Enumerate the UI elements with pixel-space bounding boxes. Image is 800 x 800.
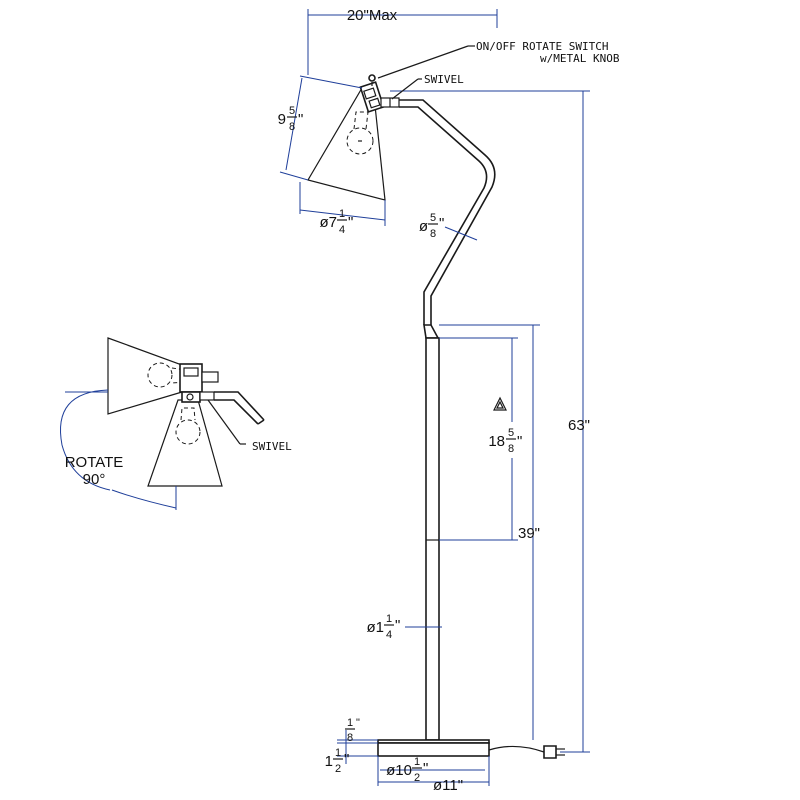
rotate-arc [60, 389, 111, 491]
rotate-label: ROTATE [65, 454, 124, 471]
lamp-arm [399, 99, 496, 325]
marker-triangle [493, 396, 507, 411]
base-height-num: 1 [335, 747, 341, 759]
switch-callout-line2: w/METAL KNOB [540, 52, 620, 65]
arm-diameter-unit: " [439, 215, 444, 232]
plug [543, 745, 565, 759]
overall-height-label: 63" [568, 417, 590, 434]
switch-callout-line1: ON/OFF ROTATE SWITCH [476, 40, 608, 53]
arm-diameter-num: 5 [430, 212, 436, 224]
shade-diameter-num: 1 [339, 208, 345, 220]
shade-height-num: 5 [289, 105, 295, 117]
shade-diameter-den: 4 [339, 224, 345, 236]
pole-diameter-den: 4 [386, 629, 392, 641]
base-top-num: 1 [347, 717, 353, 729]
upper-section-num: 5 [508, 427, 514, 439]
upper-section-whole: 18 [488, 433, 505, 450]
base-inner-prefix: ø10 [386, 762, 412, 779]
swivel-top-label: SWIVEL [424, 73, 464, 86]
base-height-den: 2 [335, 763, 341, 775]
dimension-lines [279, 9, 590, 786]
base-top-den: 8 [347, 732, 353, 744]
base-outer-label: ø11" [433, 777, 463, 794]
bulb-outline [346, 127, 374, 155]
switch-knob [368, 74, 376, 82]
detail-shade-horizontal [107, 337, 183, 415]
base-top-unit: " [356, 717, 360, 729]
power-cord [488, 745, 545, 753]
base-inner-den: 2 [414, 772, 420, 784]
rotate-angle-label: 90° [83, 471, 106, 488]
arm-diameter-prefix: ø [419, 218, 428, 235]
pole-diameter-unit: " [395, 617, 400, 634]
max-reach-label: 20"Max [347, 7, 398, 24]
detail-shade-vertical [147, 399, 223, 487]
upper-section-unit: " [517, 433, 522, 450]
base-height-unit: " [344, 751, 349, 768]
lamp-pole [425, 337, 440, 741]
pole-diameter-prefix: ø1 [366, 619, 384, 636]
shade-height-whole: 9 [278, 111, 286, 128]
rotate-detail [60, 337, 265, 510]
upper-section-den: 8 [508, 443, 514, 455]
pole-diameter-num: 1 [386, 613, 392, 625]
shade-diameter-unit: " [348, 214, 353, 231]
socket-switch-assembly [359, 74, 385, 113]
base-height-whole: 1 [325, 753, 333, 770]
pole-collar [423, 324, 440, 339]
floor-lamp-main [307, 74, 565, 759]
labels: 20"Max ON/OFF ROTATE SWITCH w/METAL KNOB… [65, 7, 620, 794]
base-inner-unit: " [423, 760, 428, 777]
column-height-label: 39" [518, 525, 540, 542]
shade-diameter-prefix: ø7 [319, 214, 337, 231]
base-inner-num: 1 [414, 756, 420, 768]
shade-height-den: 8 [289, 121, 295, 133]
lamp-base [377, 742, 490, 757]
swivel-side-label: SWIVEL [252, 440, 292, 453]
shade-height-unit: " [298, 111, 303, 128]
arm-diameter-den: 8 [430, 228, 436, 240]
